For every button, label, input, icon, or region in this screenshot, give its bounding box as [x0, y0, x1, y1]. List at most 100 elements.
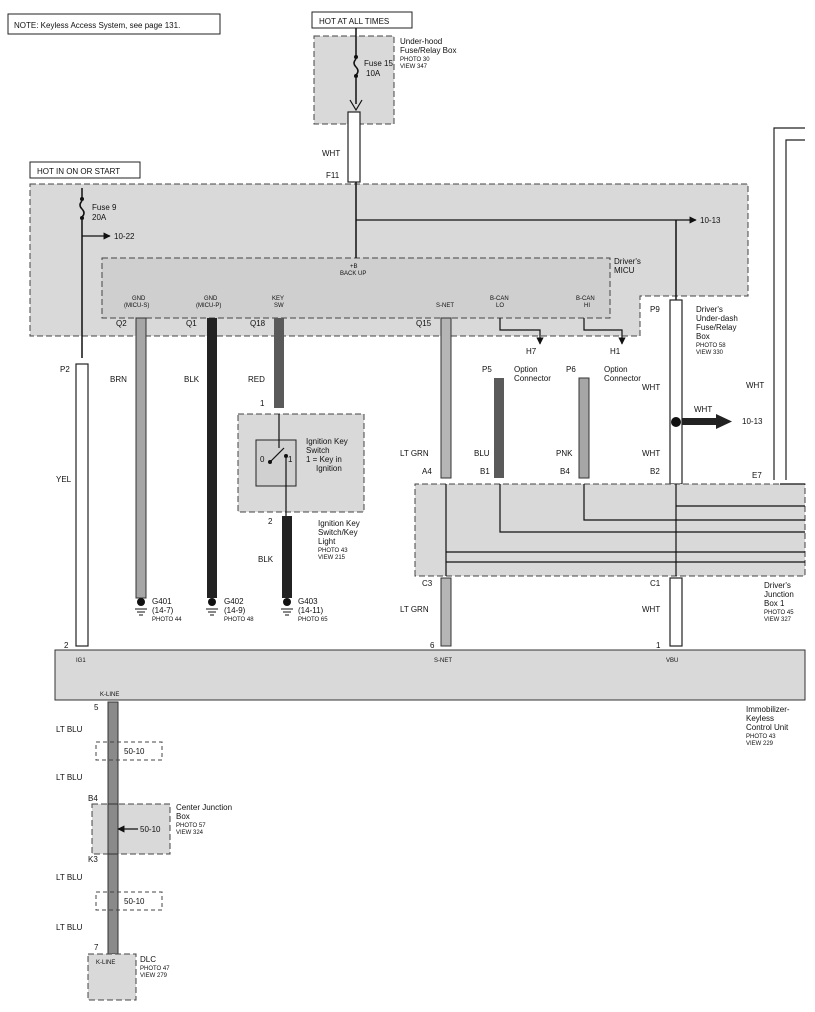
blu-wire: [494, 378, 504, 478]
svg-text:10-13: 10-13: [742, 417, 763, 426]
svg-text:B-CAN: B-CAN: [490, 296, 509, 302]
svg-text:BLK: BLK: [258, 555, 274, 564]
ground-g402: G402 (14-9) PHOTO 48: [206, 597, 254, 623]
driver-micu-box: Fuse 9 20A 10-22 10-13 +B BACK UP Driver…: [29, 182, 749, 358]
pnk-wire: [578, 377, 590, 479]
svg-text:C1: C1: [650, 579, 661, 588]
svg-text:G402: G402: [224, 597, 244, 606]
svg-text:LT GRN: LT GRN: [400, 605, 429, 614]
fuse-15-icon: [353, 58, 359, 76]
svg-text:E7: E7: [752, 471, 762, 480]
svg-text:2: 2: [268, 517, 273, 526]
svg-text:PHOTO 65: PHOTO 65: [298, 617, 328, 623]
svg-text:Ignition Key: Ignition Key: [306, 437, 348, 446]
svg-text:Center Junction: Center Junction: [176, 803, 232, 812]
svg-text:50-10: 50-10: [140, 825, 161, 834]
svg-text:Ignition: Ignition: [316, 464, 342, 473]
svg-text:PHOTO 43: PHOTO 43: [318, 548, 348, 554]
svg-text:A4: A4: [422, 467, 432, 476]
svg-text:PHOTO 57: PHOTO 57: [176, 823, 206, 829]
svg-text:BLU: BLU: [474, 449, 490, 458]
svg-text:Driver's: Driver's: [764, 581, 791, 590]
svg-text:H7: H7: [526, 347, 537, 356]
immobilizer-keyless-control-unit: 2 IG1 6 S-NET 1 VBU K-LINE: [54, 641, 806, 701]
ignition-key-switch: 0 1 Ignition Key Switch 1 = Key in Ignit…: [237, 413, 365, 518]
svg-text:G403: G403: [298, 597, 318, 606]
svg-text:Fuse 15: Fuse 15: [364, 59, 393, 68]
svg-text:1: 1: [288, 455, 293, 464]
yel-wire: [75, 363, 89, 647]
svg-text:WHT: WHT: [746, 381, 764, 390]
svg-text:Box 1: Box 1: [764, 599, 785, 608]
svg-text:Q2: Q2: [116, 319, 127, 328]
svg-text:VIEW 229: VIEW 229: [746, 741, 774, 747]
svg-text:LT BLU: LT BLU: [56, 773, 83, 782]
svg-text:HOT AT ALL TIMES: HOT AT ALL TIMES: [319, 17, 389, 26]
svg-text:(MICU-S): (MICU-S): [124, 303, 149, 309]
svg-text:1 = Key in: 1 = Key in: [306, 455, 342, 464]
svg-text:50-10: 50-10: [124, 897, 145, 906]
blk-wire: [207, 318, 217, 598]
svg-text:BRN: BRN: [110, 375, 127, 384]
svg-text:Light: Light: [318, 537, 336, 546]
dlc-connector: K-LINE: [87, 953, 137, 1001]
c3-lt-grn-wire: [440, 577, 452, 647]
svg-text:Under-hood: Under-hood: [400, 37, 442, 46]
svg-text:WHT: WHT: [642, 605, 660, 614]
svg-text:1: 1: [260, 399, 265, 408]
svg-text:IG1: IG1: [76, 658, 86, 664]
svg-text:P6: P6: [566, 365, 576, 374]
ground-g401: G401 (14-7) PHOTO 44: [135, 597, 182, 623]
svg-text:Connector: Connector: [514, 374, 551, 383]
switch-contact-icon: [269, 447, 285, 463]
note-box: NOTE: Keyless Access System, see page 13…: [7, 13, 221, 35]
svg-text:K-LINE: K-LINE: [100, 692, 119, 698]
svg-text:B-CAN: B-CAN: [576, 296, 595, 302]
svg-text:VBU: VBU: [666, 658, 678, 664]
svg-text:LT BLU: LT BLU: [56, 873, 83, 882]
arrow-right-icon: [716, 414, 732, 429]
svg-text:Q15: Q15: [416, 319, 432, 328]
red-wire: [274, 318, 284, 408]
svg-text:VIEW 279: VIEW 279: [140, 973, 168, 979]
svg-text:H1: H1: [610, 347, 621, 356]
svg-text:DLC: DLC: [140, 955, 156, 964]
svg-text:P9: P9: [650, 305, 660, 314]
svg-text:Fuse 9: Fuse 9: [92, 203, 117, 212]
svg-text:Control Unit: Control Unit: [746, 723, 789, 732]
svg-text:BACK UP: BACK UP: [340, 271, 366, 277]
svg-text:(14-9): (14-9): [224, 606, 246, 615]
hot-at-all-times-label: HOT AT ALL TIMES: [311, 11, 413, 29]
svg-text:B2: B2: [650, 467, 660, 476]
svg-text:PHOTO 30: PHOTO 30: [400, 57, 430, 63]
svg-text:(MICU-P): (MICU-P): [196, 303, 221, 309]
svg-text:VIEW 330: VIEW 330: [696, 350, 724, 356]
svg-text:VIEW 215: VIEW 215: [318, 555, 346, 561]
svg-text:10A: 10A: [366, 69, 381, 78]
svg-text:Fuse/Relay Box: Fuse/Relay Box: [400, 46, 456, 55]
svg-text:PHOTO 48: PHOTO 48: [224, 617, 254, 623]
svg-text:(14-7): (14-7): [152, 606, 174, 615]
svg-text:WHT: WHT: [694, 405, 712, 414]
svg-text:KEY: KEY: [272, 296, 284, 302]
svg-text:VIEW 327: VIEW 327: [764, 617, 792, 623]
svg-text:P2: P2: [60, 365, 70, 374]
svg-text:B1: B1: [480, 467, 490, 476]
underhood-fuse-box: Fuse 15 10A Under-hood Fuse/Relay Box PH…: [313, 28, 456, 125]
svg-text:WHT: WHT: [642, 449, 660, 458]
svg-text:10-13: 10-13: [700, 216, 721, 225]
svg-text:PNK: PNK: [556, 449, 573, 458]
svg-text:Fuse/Relay: Fuse/Relay: [696, 323, 736, 332]
svg-text:0: 0: [260, 455, 265, 464]
svg-text:PHOTO 58: PHOTO 58: [696, 343, 726, 349]
svg-text:F11: F11: [326, 171, 340, 180]
svg-text:+B: +B: [350, 264, 358, 270]
svg-text:GND: GND: [204, 296, 218, 302]
svg-text:Under-dash: Under-dash: [696, 314, 738, 323]
svg-text:Box: Box: [176, 812, 190, 821]
svg-text:Box: Box: [696, 332, 710, 341]
svg-text:2: 2: [64, 641, 69, 650]
svg-text:BLK: BLK: [184, 375, 200, 384]
underdash-wht-wire: [669, 299, 683, 485]
svg-text:G401: G401: [152, 597, 172, 606]
